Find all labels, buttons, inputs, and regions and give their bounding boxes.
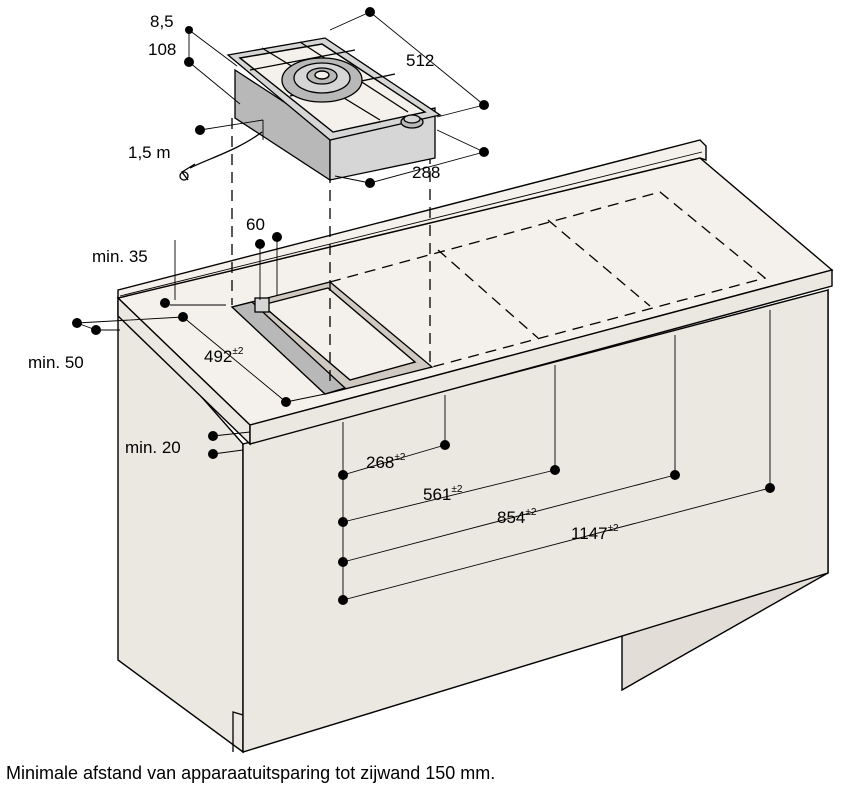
label-min-front: min. 20 — [125, 438, 181, 457]
dimension-labels: 8,5 108 512 1,5 m 288 60 min. 35 min. 50… — [28, 12, 619, 543]
label-min-left: min. 50 — [28, 353, 84, 372]
label-height-top: 8,5 — [150, 12, 174, 31]
dimension-dots — [72, 7, 775, 605]
adjacent-hob-outlines — [329, 191, 767, 368]
label-pos-1: 268±2 — [366, 452, 406, 472]
label-pos-4: 1147±2 — [571, 523, 619, 543]
label-depth-unit: 288 — [412, 163, 440, 182]
footer-note: Minimale afstand van apparaatuitsparing … — [6, 763, 496, 783]
label-cutout-gap: 60 — [246, 215, 265, 234]
label-pos-3: 854±2 — [497, 507, 537, 527]
label-height-unit: 108 — [148, 40, 176, 59]
label-pos-2: 561±2 — [423, 484, 463, 504]
label-min-back: min. 35 — [92, 247, 148, 266]
countertop-cutout — [230, 281, 434, 395]
label-cable-length: 1,5 m — [128, 143, 171, 162]
projection-lines — [231, 118, 431, 388]
label-cutout-depth: 492±2 — [204, 346, 244, 366]
dimension-lines — [76, 11, 771, 601]
wok-burner-unit — [179, 37, 442, 182]
label-width-unit: 512 — [406, 51, 434, 70]
